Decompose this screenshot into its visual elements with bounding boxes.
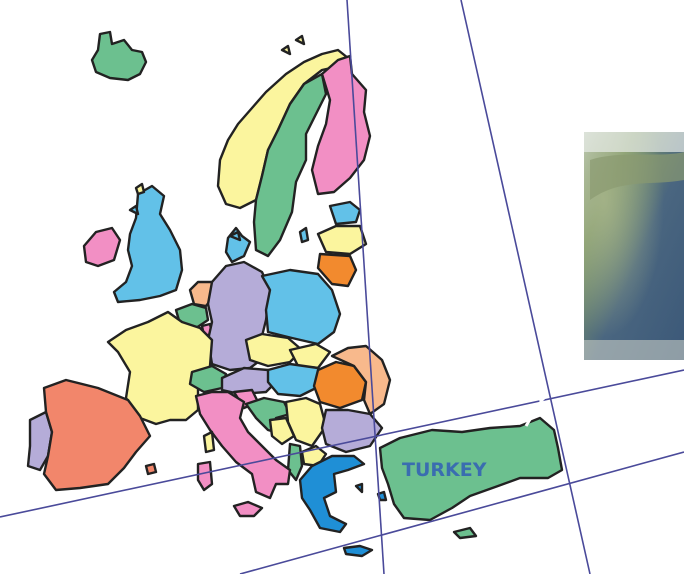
country-romania <box>312 360 368 410</box>
country-iceland <box>90 30 148 82</box>
country-france <box>106 310 214 426</box>
country-switzerland <box>188 364 228 394</box>
island-corsica <box>202 430 216 454</box>
island-sardinia <box>196 460 214 492</box>
country-label-turkey: TURKEY <box>402 459 487 481</box>
highlight-mark <box>538 394 548 404</box>
country-croatia <box>244 396 292 436</box>
country-estonia <box>328 200 362 226</box>
highlight-mark <box>524 415 534 427</box>
country-turkey <box>378 416 564 522</box>
country-italy <box>194 390 292 500</box>
island-sicily <box>232 500 264 518</box>
country-ireland <box>82 226 122 268</box>
country-sweden <box>252 72 328 258</box>
country-spain <box>42 378 152 492</box>
island-crete <box>342 544 374 558</box>
satellite-inset <box>584 132 684 360</box>
country-bosnia <box>268 416 296 446</box>
country-hungary <box>266 362 322 398</box>
country-poland <box>260 268 342 346</box>
country-great-britain <box>112 184 184 304</box>
small-islands <box>128 34 388 502</box>
country-latvia <box>316 224 368 256</box>
island-cyprus <box>452 526 478 540</box>
country-lithuania <box>316 252 358 288</box>
country-bulgaria <box>320 408 384 454</box>
island-balearic <box>144 462 158 476</box>
country-serbia <box>284 396 328 448</box>
country-greece <box>298 454 366 534</box>
country-moldova-ukraine <box>330 344 392 416</box>
country-slovakia <box>288 342 332 370</box>
